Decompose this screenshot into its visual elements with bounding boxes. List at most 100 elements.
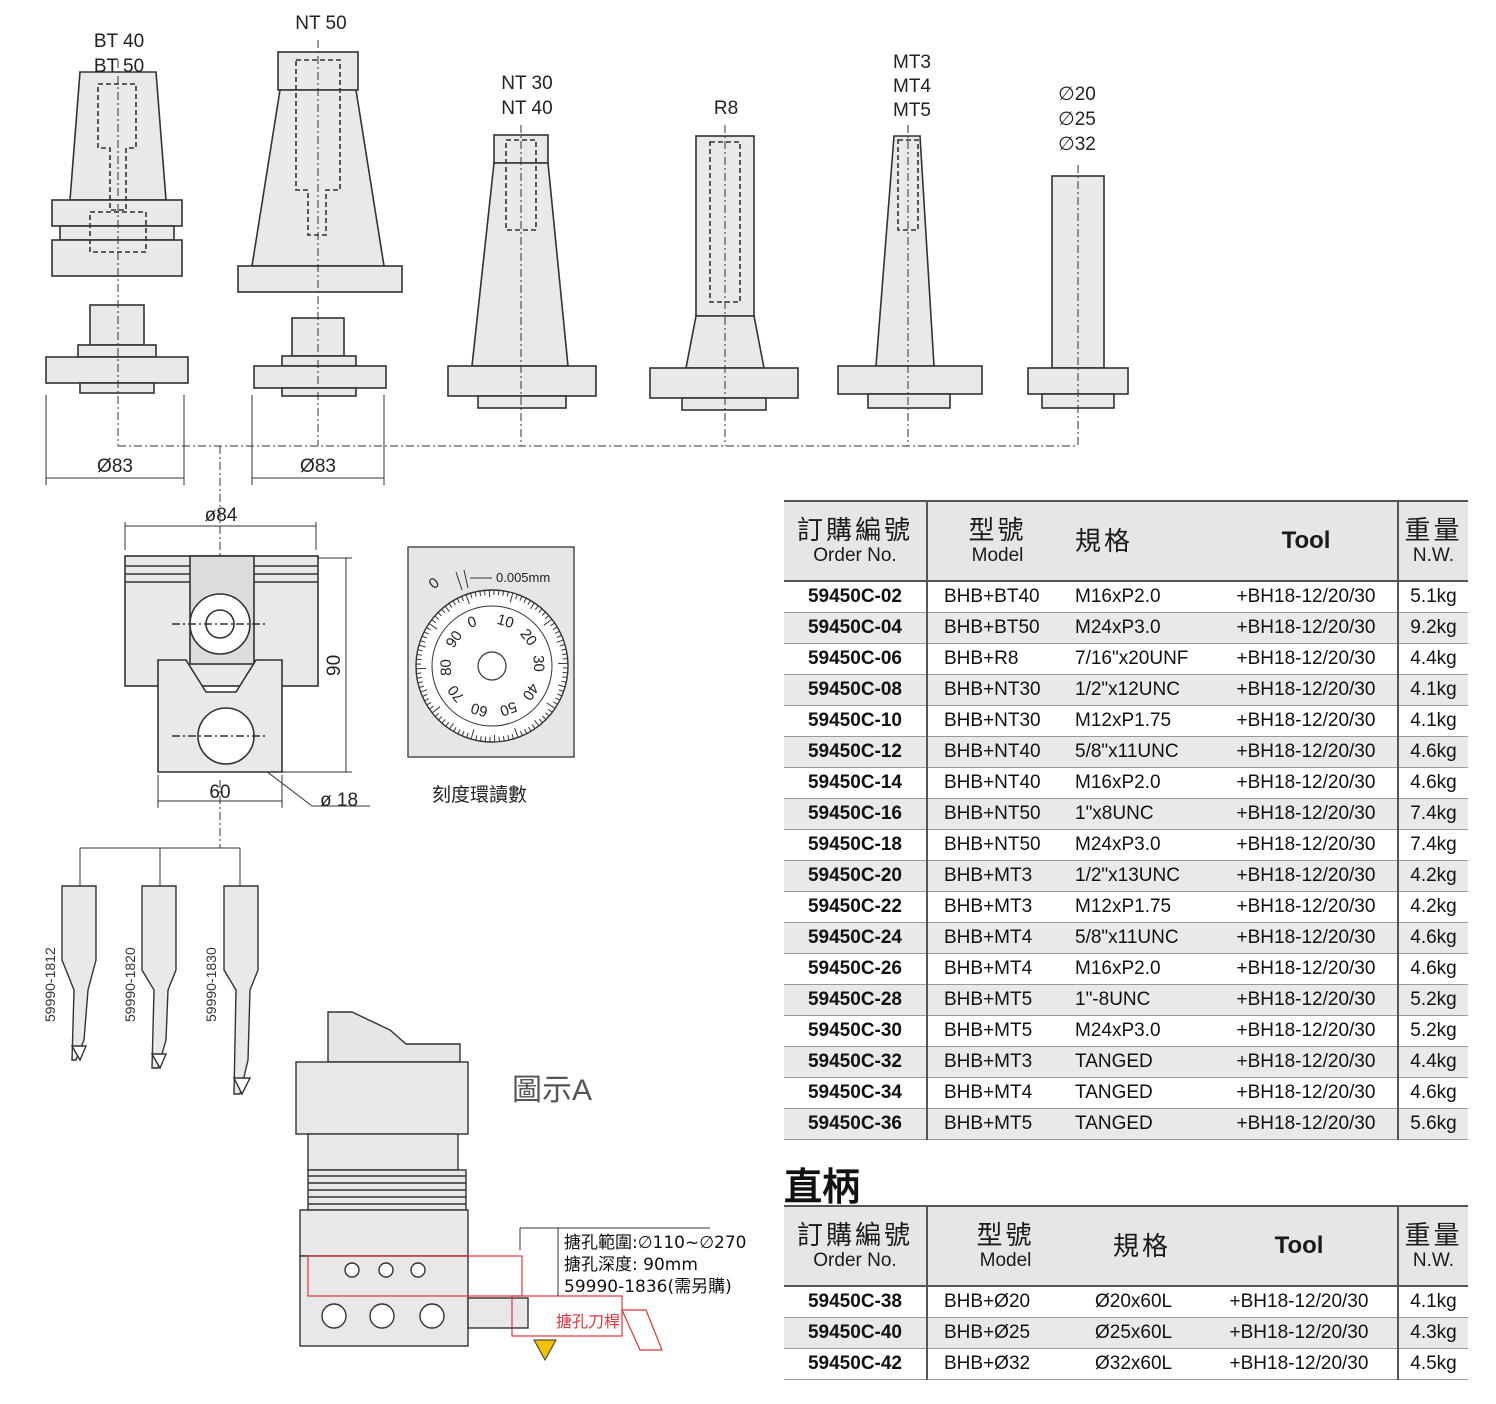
dial-tick <box>543 618 553 626</box>
dial-tick <box>561 648 567 651</box>
label-bt40: BT 40 <box>93 31 145 52</box>
header-tool: Tool <box>1215 500 1398 582</box>
spec-cell: TANGED <box>1067 1046 1215 1078</box>
order-no-cell: 59450C-24 <box>784 922 927 954</box>
dial-tick <box>547 708 553 713</box>
weight-cell: 7.4kg <box>1397 829 1468 861</box>
boring-head-drawing <box>124 555 319 773</box>
note-depth: 搪孔深度: 90mm <box>564 1255 698 1275</box>
model-cell: BHB+NT50 <box>926 798 1067 830</box>
order-no-cell: 59450C-22 <box>784 891 927 923</box>
model-cell: BHB+MT3 <box>926 1046 1067 1078</box>
weight-cell: 4.6kg <box>1397 767 1468 799</box>
dial-tick <box>527 600 531 605</box>
dial-tick <box>554 630 560 634</box>
tool-cell: +BH18-12/20/30 <box>1215 767 1398 799</box>
dial-tick <box>534 720 540 727</box>
dial-tick <box>461 596 464 602</box>
model-cell: BHB+Ø32 <box>926 1348 1083 1380</box>
dial-tick <box>474 591 477 597</box>
model-cell: BHB+NT50 <box>926 829 1067 861</box>
tool-cell: +BH18-12/20/30 <box>1215 1046 1398 1078</box>
dial-tick <box>424 698 430 702</box>
weight-cell: 4.5kg <box>1397 1348 1468 1380</box>
order-no-cell: 59450C-42 <box>784 1348 927 1380</box>
dial-tick <box>422 694 428 697</box>
dial-tick <box>441 608 446 614</box>
tool-cell: +BH18-12/20/30 <box>1215 581 1398 613</box>
dial-tick <box>530 602 535 610</box>
boring-bar-1830-drawing <box>223 885 259 1096</box>
dial-tick <box>561 653 568 656</box>
dial-tick <box>534 605 539 611</box>
label-dim-84: ø84 <box>204 505 238 526</box>
dial-tick <box>556 639 564 643</box>
dial-tick <box>544 615 550 620</box>
dial-tick <box>416 653 422 656</box>
dial-tick <box>452 600 457 606</box>
dial-tick <box>562 676 568 679</box>
spec-cell: 1/2"x12UNC <box>1067 674 1215 706</box>
spec-cell: Ø25x60L <box>1083 1317 1201 1349</box>
nt3040-shank-drawing <box>447 134 597 409</box>
order-no-cell: 59450C-08 <box>784 674 927 706</box>
weight-cell: 5.2kg <box>1397 984 1468 1016</box>
spec-cell: 5/8"x11UNC <box>1067 922 1215 954</box>
tool-cell: +BH18-12/20/30 <box>1215 829 1398 861</box>
boring-bar-label: 搪孔刀桿 <box>556 1312 621 1331</box>
label-mt3: MT3 <box>893 52 931 73</box>
model-cell: BHB+BT50 <box>926 612 1067 644</box>
dial-tick <box>438 716 443 721</box>
order-no-cell: 59450C-34 <box>784 1077 927 1109</box>
dial-tick <box>524 728 528 734</box>
weight-cell: 4.6kg <box>1397 1077 1468 1109</box>
note-range: 搪孔範圍:∅110~∅270 <box>564 1233 747 1253</box>
weight-cell: 5.2kg <box>1397 1015 1468 1047</box>
spec-cell: M12xP1.75 <box>1067 705 1215 737</box>
dial-tick <box>531 724 536 729</box>
weight-cell: 5.6kg <box>1397 1108 1468 1140</box>
boring-bar-1820-drawing <box>141 885 177 1070</box>
dial-tick <box>550 622 555 627</box>
label-r8: R8 <box>713 98 739 119</box>
dial-tick <box>555 697 561 701</box>
dial-tick <box>453 727 457 732</box>
dial-tick <box>541 611 546 616</box>
model-cell: BHB+MT5 <box>926 984 1067 1016</box>
dial-tick <box>469 592 473 599</box>
weight-cell: 9.2kg <box>1397 612 1468 644</box>
spec-cell: M16xP2.0 <box>1067 953 1215 985</box>
label-dia32: ∅32 <box>1058 134 1096 155</box>
dial-tick <box>437 612 442 617</box>
label-dim-83-b: Ø83 <box>300 456 336 477</box>
dial-tick <box>520 730 523 736</box>
spec-cell: M16xP2.0 <box>1067 767 1215 799</box>
model-cell: BHB+Ø20 <box>926 1286 1083 1318</box>
model-cell: BHB+MT4 <box>926 922 1067 954</box>
dial-tick <box>475 735 478 741</box>
spec-cell: 5/8"x11UNC <box>1067 736 1215 768</box>
dial-tick <box>479 590 482 597</box>
weight-cell: 4.2kg <box>1397 860 1468 892</box>
spec-cell: M16xP2.0 <box>1067 581 1215 613</box>
weight-cell: 5.1kg <box>1397 581 1468 613</box>
header-spec: 規格 <box>1083 1205 1201 1287</box>
weight-cell: 4.3kg <box>1397 1317 1468 1349</box>
dial-tick <box>466 732 469 738</box>
weight-cell: 4.4kg <box>1397 643 1468 675</box>
dial-tick <box>523 597 527 603</box>
tool-cell: +BH18-12/20/30 <box>1215 1077 1398 1109</box>
weight-cell: 4.4kg <box>1397 1046 1468 1078</box>
dial-tick <box>428 623 438 630</box>
label-bt50: BT 50 <box>93 56 145 77</box>
weight-cell: 7.4kg <box>1397 798 1468 830</box>
